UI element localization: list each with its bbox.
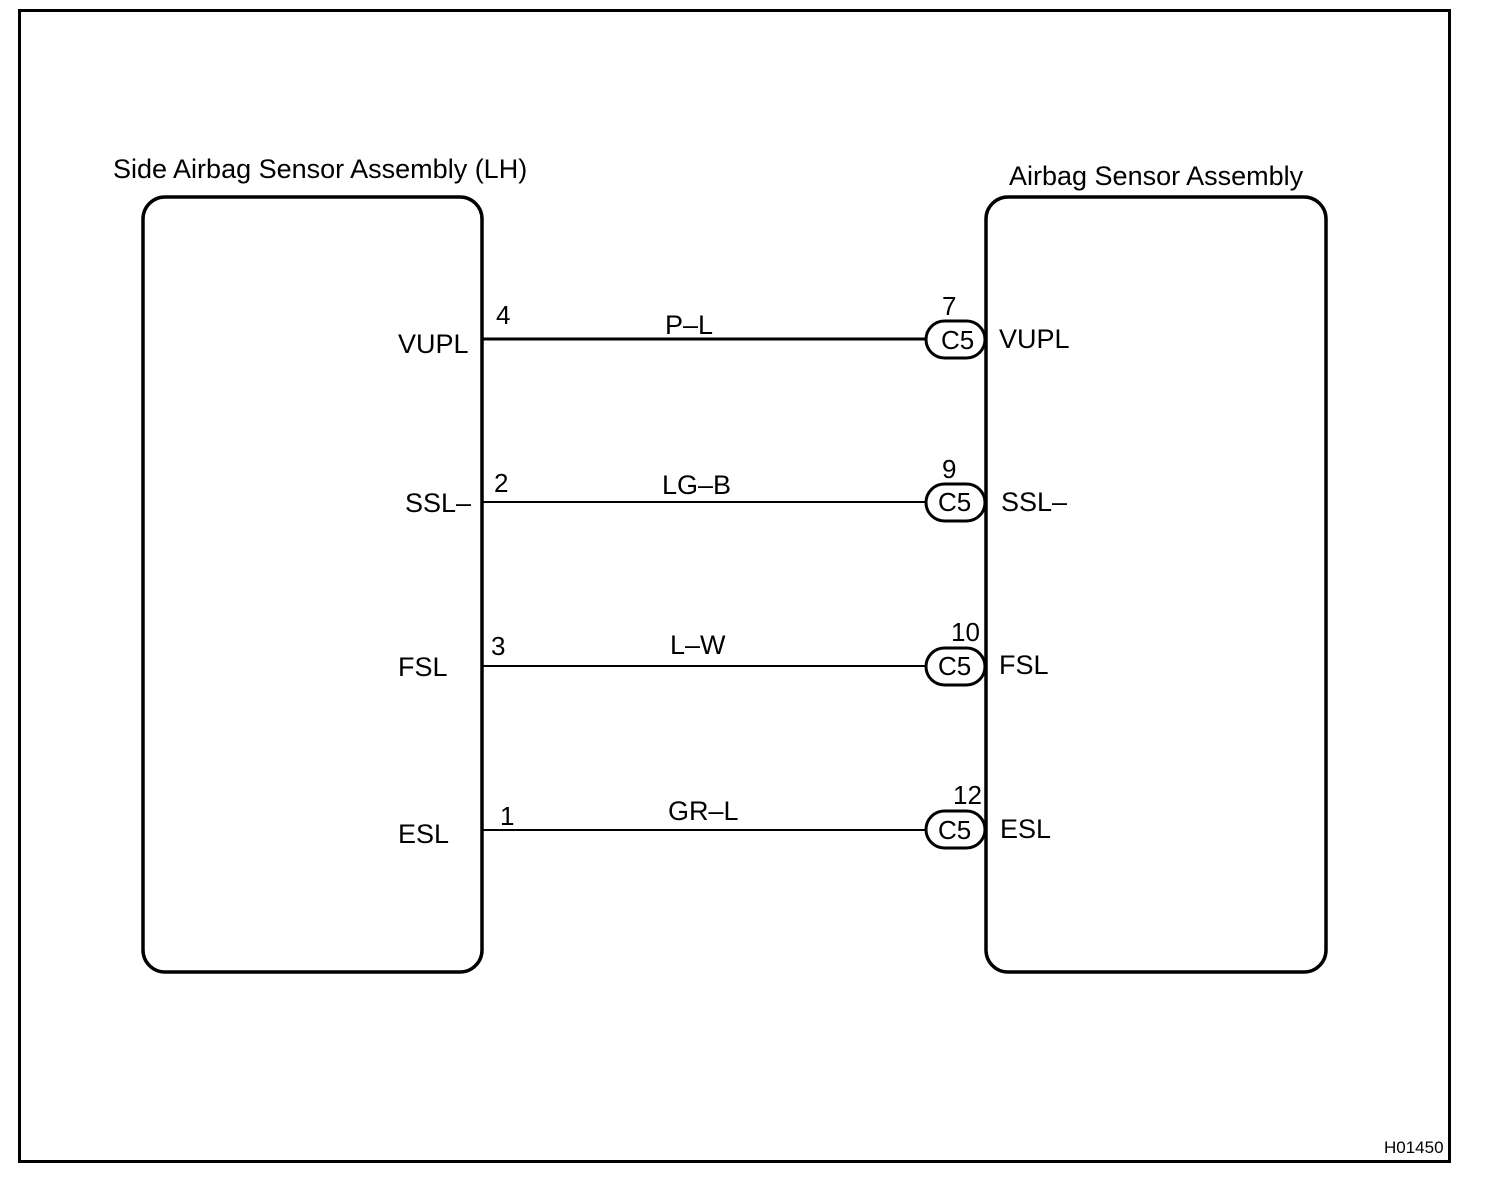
left-pin-number: 4 <box>496 300 510 330</box>
connector-label: C5 <box>938 651 971 681</box>
right-pin-number: 7 <box>942 291 956 321</box>
right-signal-label: VUPL <box>999 324 1070 354</box>
left-pin-number: 3 <box>491 631 505 661</box>
connector-badge <box>924 319 987 360</box>
wire-color-code: L–W <box>670 630 726 660</box>
right-component-box <box>984 195 1328 974</box>
connector-label: C5 <box>938 815 971 845</box>
connector-label: C5 <box>941 325 974 355</box>
left-pin-number: 1 <box>500 801 514 831</box>
wire-fsl: FSL 3 L–W 10 C5 FSL <box>398 617 1049 687</box>
connector-badge <box>924 482 987 523</box>
figure-code: H01450 <box>1384 1138 1444 1157</box>
right-signal-label: ESL <box>1000 814 1051 844</box>
left-component-title: Side Airbag Sensor Assembly (LH) <box>113 154 527 184</box>
wire-color-code: GR–L <box>668 796 739 826</box>
right-signal-label: FSL <box>999 650 1049 680</box>
left-signal-label: VUPL <box>398 329 469 359</box>
right-pin-number: 12 <box>953 780 982 810</box>
wire-esl: ESL 1 GR–L 12 C5 ESL <box>398 780 1051 850</box>
diagram-frame <box>18 9 1451 1163</box>
wire-color-code: P–L <box>665 310 713 340</box>
connector-badge <box>924 809 987 850</box>
left-signal-label: SSL– <box>405 488 471 518</box>
connector-label: C5 <box>938 487 971 517</box>
left-signal-label: FSL <box>398 652 448 682</box>
wire-color-code: LG–B <box>662 470 731 500</box>
left-component-box <box>141 195 484 974</box>
wire-vupl: VUPL 4 P–L 7 C5 VUPL <box>398 291 1070 360</box>
right-signal-label: SSL– <box>1001 487 1067 517</box>
right-component-title: Airbag Sensor Assembly <box>1009 161 1304 191</box>
left-signal-label: ESL <box>398 819 449 849</box>
left-pin-number: 2 <box>494 468 508 498</box>
right-pin-number: 10 <box>951 617 980 647</box>
connector-badge <box>924 646 987 687</box>
wire-ssl-minus: SSL– 2 LG–B 9 C5 SSL– <box>405 454 1067 523</box>
right-pin-number: 9 <box>942 454 956 484</box>
